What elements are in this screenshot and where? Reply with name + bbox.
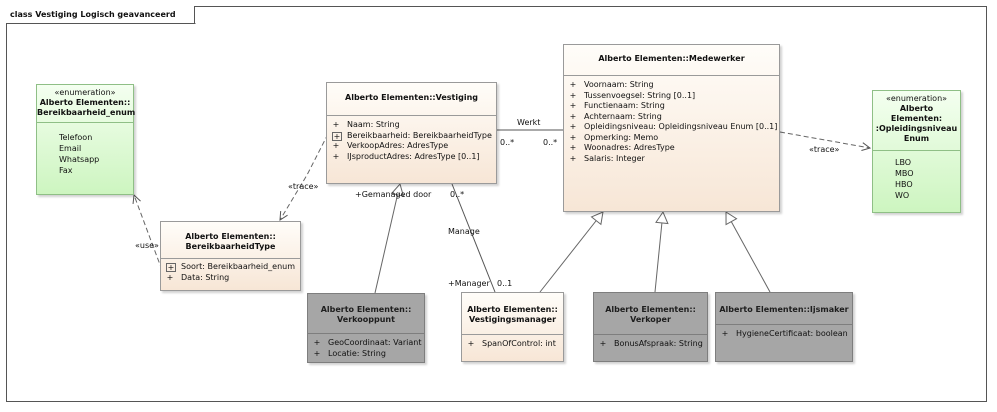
attribute-row: +Salaris: Integer xyxy=(569,153,645,163)
assoc-manage xyxy=(451,183,496,293)
attribute-row: +Locatie: String xyxy=(313,348,386,358)
enum-literal: Whatsapp xyxy=(59,155,100,164)
class-name-line2: Bereikbaarheid_enum xyxy=(37,108,136,117)
enum-literal: Fax xyxy=(59,166,73,175)
label-trace-left: «trace» xyxy=(288,182,319,191)
class-name-line1: Alberto Elementen:: xyxy=(467,305,558,314)
class-name-line2: BereikbaarheidType xyxy=(185,242,276,251)
class-stereotype: «enumeration» xyxy=(54,88,116,97)
dep-use xyxy=(134,195,163,271)
label-werkt: Werkt xyxy=(517,118,541,127)
attribute-row: +Woonadres: AdresType xyxy=(569,143,675,152)
class-name-line2: :Opleidingsniveau xyxy=(875,124,958,133)
class-name-line1: Alberto Elementen:: xyxy=(39,98,131,107)
class-name-line1: Alberto Elementen:: xyxy=(320,305,412,314)
class-name-line2: Verkooppunt xyxy=(337,315,395,324)
label-manager: +Manager xyxy=(448,279,490,288)
label-manager-mult: 0..1 xyxy=(497,279,513,288)
class-name-line2: Verkoper xyxy=(630,315,671,324)
class-verkoper[interactable]: Alberto Elementen:: Verkoper +BonusAfspr… xyxy=(593,292,708,362)
attribute-row: +Opleidingsniveau: Opleidingsniveau Enum… xyxy=(569,122,778,131)
attribute-row: +SpanOfControl: int xyxy=(467,339,556,348)
enum-literal: Email xyxy=(59,144,82,153)
class-name-line1: Alberto Elementen: xyxy=(890,104,943,123)
enum-literal: MBO xyxy=(895,169,914,178)
class-name-line1: Alberto Elementen:: xyxy=(605,305,696,314)
class-name: Alberto Elementen::Medewerker xyxy=(598,54,745,63)
attribute-row: +HygieneCertificaat: boolean xyxy=(721,329,848,338)
attribute-row: +Soort: Bereikbaarheid_enum xyxy=(166,262,296,272)
class-opleidingsniveau-enum[interactable]: «enumeration» Alberto Elementen: :Opleid… xyxy=(872,90,961,213)
gen-verkooppunt xyxy=(374,182,405,294)
dep-trace-opleiding xyxy=(779,131,870,148)
label-use: «use» xyxy=(135,241,159,250)
class-name-line3: Enum xyxy=(903,134,930,143)
attribute-row: +Naam: String xyxy=(332,120,400,129)
dep-trace-bereikbaarheid xyxy=(280,133,329,220)
label-werkt-mult-left: 0..* xyxy=(500,138,515,147)
label-manage: Manage xyxy=(448,227,480,236)
label-manage-mult-top: 0..* xyxy=(450,190,465,199)
attribute-row: +BonusAfspraak: String xyxy=(599,339,703,348)
label-trace-right: «trace» xyxy=(809,145,840,154)
attribute-row: +Functienaam: String xyxy=(569,101,665,110)
class-name: Alberto Elementen::Vestiging xyxy=(345,93,478,102)
class-bereikbaarheidtype[interactable]: Alberto Elementen:: BereikbaarheidType +… xyxy=(160,221,301,291)
attribute-row: +IJsproductAdres: AdresType [0..1] xyxy=(332,151,480,161)
class-name: Alberto Elementen::Ijsmaker xyxy=(719,305,849,314)
attribute-row: +Achternaam: String xyxy=(569,111,662,121)
diagram-frame xyxy=(6,6,987,402)
enum-literal: LBO xyxy=(895,158,912,167)
gen-ijsmaker xyxy=(725,211,771,293)
attribute-row: +Voornaam: String xyxy=(569,80,654,89)
class-vestigingsmanager[interactable]: Alberto Elementen:: Vestigingsmanager +S… xyxy=(461,292,564,362)
class-name-line1: Alberto Elementen:: xyxy=(185,232,276,241)
diagram-frame-title: class Vestiging Logisch geavanceerd xyxy=(6,6,195,24)
attribute-row: +Bereikbaarheid: BereikbaarheidType xyxy=(332,130,492,141)
class-vestiging[interactable]: Alberto Elementen::Vestiging +Naam: Stri… xyxy=(326,82,497,184)
gen-verkoper xyxy=(654,210,669,293)
class-verkooppunt[interactable]: Alberto Elementen:: Verkooppunt +GeoCoor… xyxy=(307,293,425,363)
label-werkt-mult-right: 0..* xyxy=(543,138,558,147)
attribute-row: +Data: String xyxy=(166,272,230,282)
class-medewerker[interactable]: Alberto Elementen::Medewerker +Voornaam:… xyxy=(563,44,780,212)
enum-literal: Telefoon xyxy=(59,133,93,142)
enum-literal: WO xyxy=(895,191,910,200)
gen-vestigingsmanager xyxy=(539,211,604,293)
attribute-row: +VerkoopAdres: AdresType xyxy=(332,141,449,150)
class-name-line2: Vestigingsmanager xyxy=(468,315,557,324)
attribute-row: +Tussenvoegsel: String [0..1] xyxy=(569,90,696,100)
class-stereotype: «enumeration» xyxy=(885,94,948,103)
class-bereikbaarheid-enum[interactable]: «enumeration» Alberto Elementen:: Bereik… xyxy=(36,84,136,195)
enum-literal: HBO xyxy=(895,180,913,189)
label-gemanaged-door: +Gemanaged door xyxy=(355,190,432,199)
attribute-row: +GeoCoordinaat: Variant xyxy=(313,338,422,347)
attribute-row: +Opmerking: Memo xyxy=(569,132,659,142)
class-ijsmaker[interactable]: Alberto Elementen::Ijsmaker +HygieneCert… xyxy=(715,292,853,362)
